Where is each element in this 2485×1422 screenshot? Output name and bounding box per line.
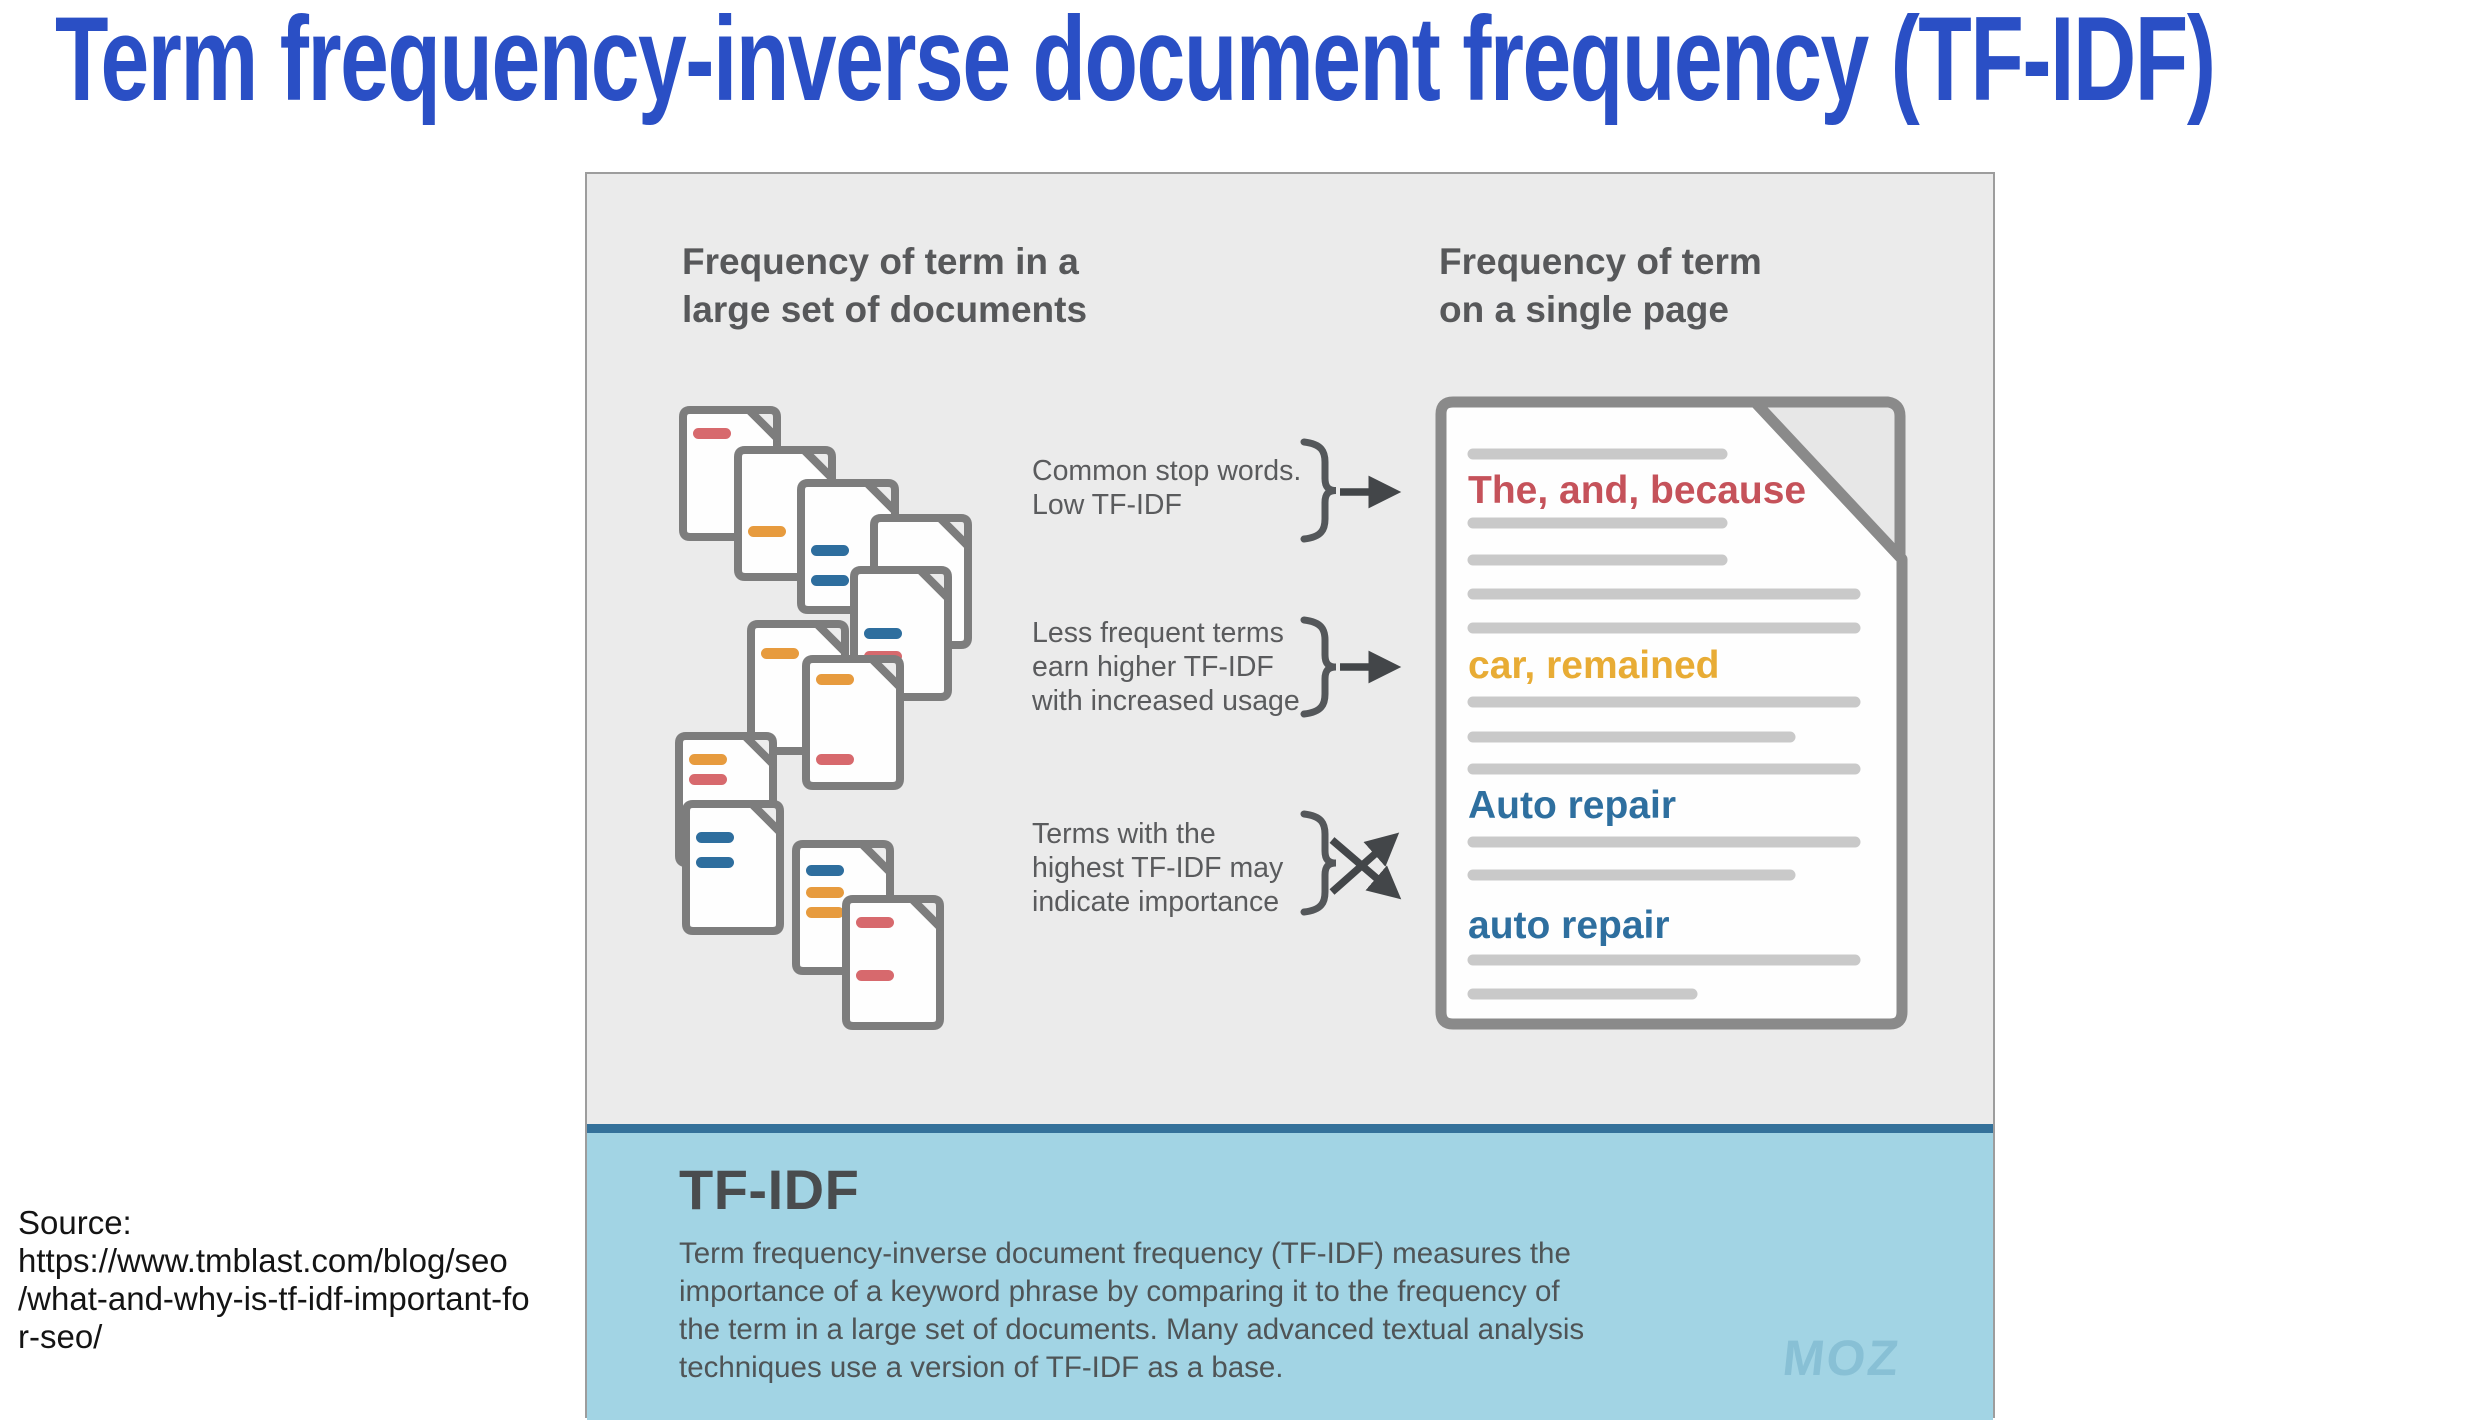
document-text-bar: [806, 887, 844, 898]
page-term-auto-repair-cap: Auto repair: [1468, 784, 1677, 827]
tfidf-infographic: Frequency of term in a large set of docu…: [585, 172, 1995, 1420]
document-folded-corner-icon: [936, 514, 972, 550]
document-text-bar: [689, 754, 727, 765]
document-folded-corner-icon: [741, 732, 777, 768]
document-text-bar: [864, 628, 902, 639]
arrow-icon: [1329, 837, 1402, 900]
document-text-bar: [696, 832, 734, 843]
left-column-heading: Frequency of term in a large set of docu…: [682, 241, 1088, 330]
document-icon: [802, 655, 904, 790]
document-text-bar: [696, 857, 734, 868]
moz-logo: MOZ: [1780, 1330, 1904, 1386]
footer-description: Term frequency-inverse document frequenc…: [679, 1237, 1585, 1384]
document-folded-corner-icon: [745, 406, 781, 442]
document-folded-corner-icon: [863, 479, 899, 515]
document-outline: [842, 895, 944, 1030]
document-text-bar: [811, 545, 849, 556]
document-folded-corner-icon: [800, 446, 836, 482]
document-folded-corner-icon: [916, 566, 952, 602]
page-term-car-remained: car, remained: [1468, 644, 1720, 687]
curly-brace-icon: [1300, 810, 1337, 916]
source-citation: Source: https://www.tmblast.com/blog/seo…: [18, 1204, 530, 1356]
document-text-bar: [811, 575, 849, 586]
document-folded-corner-icon: [813, 620, 849, 656]
document-text-bar: [693, 428, 731, 439]
page-term-stop-words: The, and, because: [1468, 469, 1807, 512]
document-text-bar: [748, 526, 786, 537]
footer-heading: TF-IDF: [679, 1158, 860, 1221]
document-text-bar: [816, 754, 854, 765]
page-term-auto-repair-lower: auto repair: [1468, 904, 1670, 947]
right-column-heading: Frequency of term on a single page: [1439, 241, 1762, 330]
footer-band: TF-IDF Term frequency-inverse document f…: [587, 1124, 1993, 1420]
single-page-icon: [1435, 396, 1908, 1030]
document-text-bar: [806, 907, 844, 918]
annotation-highest-tfidf: Terms with the highest TF-IDF may indica…: [1032, 818, 1284, 918]
curly-braces: [1300, 438, 1337, 916]
annotation-less-frequent: Less frequent terms earn higher TF-IDF w…: [1032, 617, 1300, 717]
document-folded-corner-icon: [748, 800, 784, 836]
page-title: Term frequency-inverse document frequenc…: [55, 0, 2216, 126]
document-text-bar: [856, 917, 894, 928]
document-text-bar: [806, 865, 844, 876]
document-icon: [682, 800, 784, 935]
source-label: Source:: [18, 1204, 132, 1241]
document-folded-corner-icon: [868, 655, 904, 691]
annotation-stop-words: Common stop words. Low TF-IDF: [1032, 455, 1302, 521]
page-folded-corner-icon: [1749, 396, 1906, 563]
document-text-bar: [816, 674, 854, 685]
source-url: https://www.tmblast.com/blog/seo /what-a…: [18, 1242, 530, 1355]
document-text-bar: [689, 774, 727, 785]
document-icon: [842, 895, 944, 1030]
infographic-graphics: [675, 396, 1908, 1030]
document-text-bar: [856, 970, 894, 981]
document-folded-corner-icon: [858, 840, 894, 876]
document-text-bar: [761, 648, 799, 659]
annotation-arrows: [1329, 475, 1402, 900]
curly-brace-icon: [1300, 438, 1337, 543]
document-stack-icon: [675, 406, 972, 1030]
page-text-lines: [1467, 448, 1861, 1000]
document-folded-corner-icon: [908, 895, 944, 931]
curly-brace-icon: [1300, 616, 1337, 718]
